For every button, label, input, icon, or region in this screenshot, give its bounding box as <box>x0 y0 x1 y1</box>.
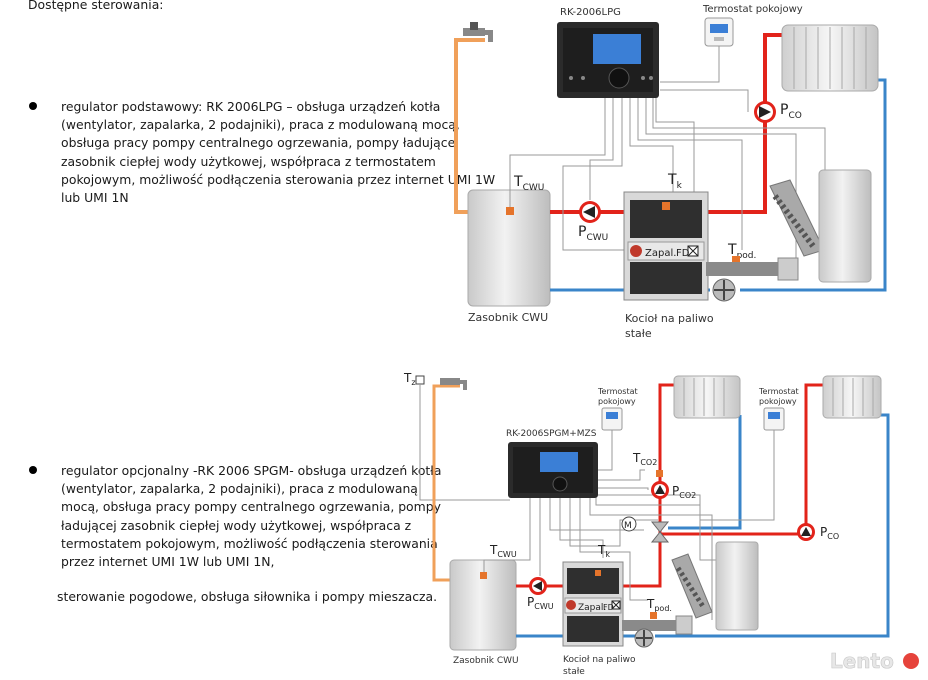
controller-rk2006lpg <box>557 22 659 98</box>
fuel-silo <box>818 169 872 283</box>
feeder-icon <box>769 179 825 281</box>
cwu-tank <box>467 189 551 307</box>
option1-line: regulator podstawowy: RK 2006LPG – obsłu… <box>61 99 441 114</box>
controller-label: RK-2006LPG <box>560 7 621 18</box>
option2-description: regulator opcjonalny -RK 2006 SPGM- obsł… <box>61 462 441 571</box>
cwu-pump-icon <box>529 577 547 595</box>
controller-label: RK-2006SPGM+MZS <box>506 429 597 439</box>
watermark-text: Lento <box>830 649 894 673</box>
page-title: Dostępne sterowania: <box>28 0 164 12</box>
pump-cwu-label: PCWU <box>578 224 608 243</box>
sensor-t-cwu-label: TCWU <box>489 543 517 559</box>
return-pipe <box>740 78 887 292</box>
thermostat-label: Termostat pokojowy <box>702 4 803 15</box>
option1-line: lub UMI 1N <box>61 190 129 206</box>
boiler-label: Kocioł na paliwo <box>625 312 714 325</box>
zapal-label: Zapal. <box>645 248 676 259</box>
actuator-icon: M <box>621 516 637 532</box>
option2-line: mocą, obsługa pracy pompy centralnego og… <box>61 499 441 515</box>
auger-feeder <box>706 262 780 276</box>
thermostat-label: Termostat <box>758 387 799 396</box>
boiler-label: stałe <box>563 667 585 677</box>
radiator <box>822 375 882 419</box>
option2-line: termostatem pokojowym, możliwość podłącz… <box>61 535 438 551</box>
controller-rk2006spgm <box>508 442 598 498</box>
sensor-icon <box>480 572 487 579</box>
watermark-logo: Lento <box>830 649 919 673</box>
option1-line: obsługa pracy pompy centralnego ogrzewan… <box>61 135 459 151</box>
fan-icon <box>712 278 736 302</box>
sensor-t-pod-label: Tpod. <box>727 242 756 261</box>
sensor-icon <box>656 470 663 477</box>
auger-feeder <box>622 620 680 631</box>
sensor-icon <box>506 207 514 215</box>
sensor-icon <box>650 612 657 619</box>
option2-line: (wentylator, zapalarka, 2 podajniki), pr… <box>61 481 418 497</box>
fd-label: FD <box>676 248 690 259</box>
pump-co-label: PCO <box>780 102 802 121</box>
sensor-t-cwu-label: TCWU <box>513 174 544 193</box>
option2-line: ładującej zasobnik ciepłej wody użytkowe… <box>61 517 412 533</box>
option1-line: (wentylator, zapalarka, 2 podajniki), pr… <box>61 117 460 133</box>
fd-label: FD <box>603 603 614 612</box>
sensor-tz-label: Tz <box>403 371 416 387</box>
sensor-t-co2-label: TCO2 <box>632 451 657 467</box>
bullet-marker <box>29 102 37 110</box>
tank-label: Zasobnik CWU <box>468 311 548 324</box>
mixing-valve-icon <box>650 521 670 543</box>
thermostat-icon <box>601 407 623 431</box>
thermostat-icon <box>763 407 785 431</box>
sensor-wire <box>419 384 510 501</box>
co2-pump-icon <box>651 481 669 499</box>
radiator <box>673 375 741 419</box>
return-pipe <box>668 415 742 530</box>
cwu-tank <box>449 559 517 651</box>
sensor-icon <box>415 375 425 385</box>
thermostat-label: pokojowy <box>759 397 797 406</box>
faucet-icon <box>440 378 467 390</box>
feeder-icon <box>671 553 713 635</box>
sensor-t-k-label: Tk <box>597 543 610 559</box>
option2-line: regulator opcjonalny -RK 2006 SPGM- obsł… <box>61 463 442 478</box>
hot-pipe <box>660 383 826 536</box>
boiler-label: Kocioł na paliwo <box>563 655 636 665</box>
sensor-t-pod-label: Tpod. <box>646 597 672 613</box>
fuel-silo <box>715 541 759 631</box>
tank-label: Zasobnik CWU <box>453 656 519 666</box>
fan-icon <box>634 628 654 648</box>
boiler <box>623 191 709 301</box>
return-pipe <box>655 413 890 638</box>
option2-extra: sterowanie pogodowe, obsługa siłownika i… <box>57 589 438 604</box>
boiler <box>562 561 624 647</box>
diagram-basic: PCO PCWU RK-2006LPG Termostat pokojowy <box>454 4 887 340</box>
dhw-pipe <box>454 38 498 214</box>
zapal-label: Zapal. <box>578 603 606 613</box>
pump-cwu-label: PCWU <box>527 595 554 611</box>
option1-line: zasobnik ciepłej wody użytkowej, współpr… <box>61 153 436 169</box>
pump-co2-label: PCO2 <box>672 484 696 500</box>
thermostat-icon <box>704 17 734 47</box>
faucet-icon <box>463 22 493 42</box>
option1-description: regulator podstawowy: RK 2006LPG – obsłu… <box>61 98 495 207</box>
sensor-t-k-label: Tk <box>667 172 683 191</box>
option2-line: przez internet UMI 1W lub UMI 1N, <box>61 554 275 570</box>
radiator <box>781 24 879 92</box>
dhw-pipe <box>432 384 460 582</box>
co-pump-icon <box>797 523 815 541</box>
pump-co-label: PCO <box>820 525 839 541</box>
boiler-label: stałe <box>625 327 652 340</box>
thermostat-label: Termostat <box>597 387 638 396</box>
sensor-icon <box>732 256 740 264</box>
bullet-marker <box>29 466 37 474</box>
diagram-extended: Tz Termostat pokojowy <box>403 371 890 677</box>
hot-pipe <box>706 33 785 214</box>
option1-line: pokojowym, możliwość podłączenia sterowa… <box>61 171 496 187</box>
thermostat-label: pokojowy <box>598 397 636 406</box>
co-pump-icon <box>754 101 776 123</box>
cwu-pump-icon <box>579 201 601 223</box>
control-wiring <box>509 46 826 260</box>
actuator-label: M <box>624 521 632 531</box>
